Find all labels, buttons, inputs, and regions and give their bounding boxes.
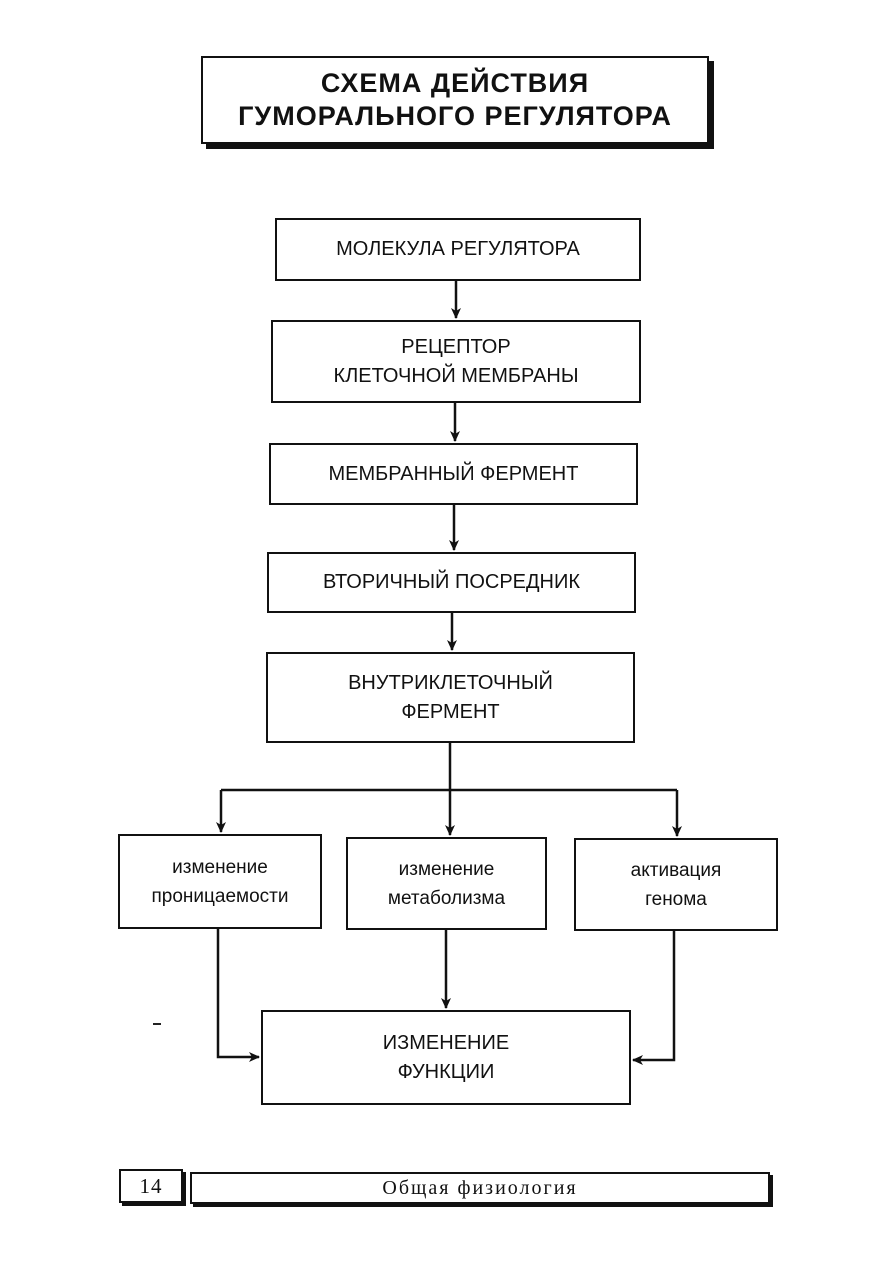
node-metabolism-change: изменение метаболизма <box>346 837 547 930</box>
node-function-change-label-1: ИЗМЕНЕНИЕ <box>382 1031 510 1054</box>
node-genome-activation: активация генома <box>574 838 778 931</box>
scan-mark <box>153 1023 161 1025</box>
node-genome-activation-label-2: генома <box>645 888 707 910</box>
node-regulator-molecule: МОЛЕКУЛА РЕГУЛЯТОРА <box>275 218 641 281</box>
node-intracellular-enzyme-label-1: ВНУТРИКЛЕТОЧНЫЙ <box>348 671 553 694</box>
diagram-title-line-1: СХЕМА ДЕЙСТВИЯ <box>320 68 590 98</box>
node-metabolism-change-label-2: метаболизма <box>387 887 506 909</box>
node-function-change: ИЗМЕНЕНИЕ ФУНКЦИИ <box>261 1010 631 1105</box>
diagram-title-box: СХЕМА ДЕЙСТВИЯ ГУМОРАЛЬНОГО РЕГУЛЯТОРА <box>201 56 709 144</box>
node-function-change-label-2: ФУНКЦИИ <box>397 1060 495 1083</box>
footer-section-title: Общая физиология <box>382 1176 578 1199</box>
node-genome-activation-label-1: активация <box>630 859 722 881</box>
node-membrane-enzyme: МЕМБРАННЫЙ ФЕРМЕНТ <box>269 443 638 505</box>
node-membrane-receptor: РЕЦЕПТОР КЛЕТОЧНОЙ МЕМБРАНЫ <box>271 320 641 403</box>
node-membrane-receptor-label-2: КЛЕТОЧНОЙ МЕМБРАНЫ <box>333 364 579 387</box>
node-membrane-receptor-label-1: РЕЦЕПТОР <box>401 335 511 358</box>
node-intracellular-enzyme: ВНУТРИКЛЕТОЧНЫЙ ФЕРМЕНТ <box>266 652 635 743</box>
diagram-title-line-2: ГУМОРАЛЬНОГО РЕГУЛЯТОРА <box>238 101 672 131</box>
node-intracellular-enzyme-label-2: ФЕРМЕНТ <box>401 700 500 723</box>
node-permeability-change-label-1: изменение <box>172 856 268 878</box>
page-number-box: 14 <box>119 1169 183 1203</box>
node-metabolism-change-label-1: изменение <box>398 858 495 880</box>
node-permeability-change-label-2: проницаемости <box>151 885 289 907</box>
node-second-messenger-label: ВТОРИЧНЫЙ ПОСРЕДНИК <box>322 571 581 593</box>
arrow-permeability-to-function <box>216 929 260 1062</box>
node-permeability-change: изменение проницаемости <box>118 834 322 929</box>
node-membrane-enzyme-label: МЕМБРАННЫЙ ФЕРМЕНТ <box>328 462 579 485</box>
arrow-genome-to-function <box>632 931 676 1065</box>
page-number: 14 <box>139 1173 163 1198</box>
node-regulator-molecule-label: МОЛЕКУЛА РЕГУЛЯТОРА <box>336 238 580 260</box>
running-footer: Общая физиология <box>190 1172 770 1204</box>
node-second-messenger: ВТОРИЧНЫЙ ПОСРЕДНИК <box>267 552 636 613</box>
